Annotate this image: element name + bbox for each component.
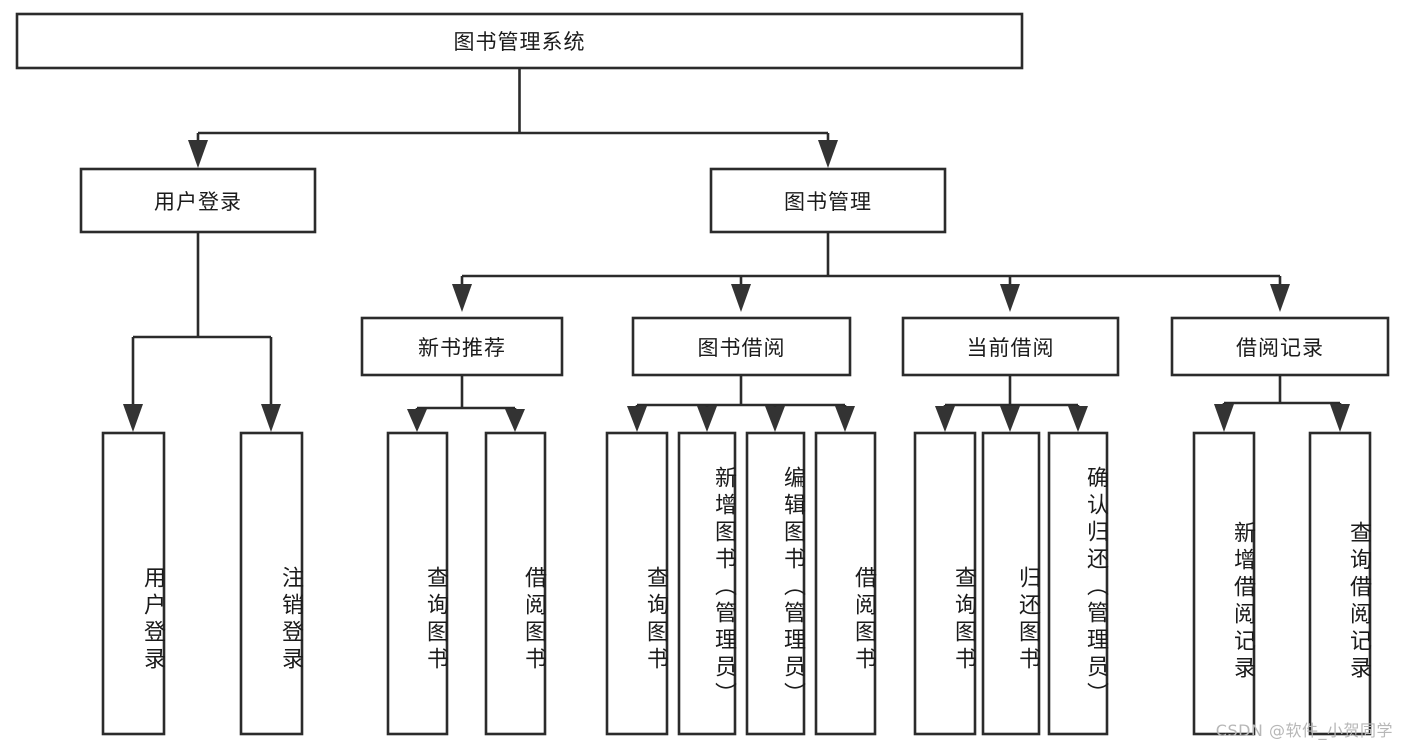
- arrow-head-cb-query: [935, 406, 955, 432]
- arrow-head-leaf-logout: [261, 404, 281, 432]
- connector-group-user-login: [123, 232, 281, 432]
- arrow-head-bb-query: [627, 406, 647, 432]
- node-box-book-borrow[interactable]: [631, 316, 852, 377]
- node-box-leaf-2[interactable]: [386, 431, 449, 736]
- arrow-head-bb-borrow: [835, 406, 855, 432]
- node-box-leaf-11[interactable]: [1192, 431, 1256, 736]
- arrow-head-book-borrow: [731, 284, 751, 312]
- arrow-head-nb-borrow: [505, 409, 525, 432]
- node-box-user-login[interactable]: [79, 167, 317, 234]
- arrow-head-leaf-user-login: [123, 404, 143, 432]
- node-box-leaf-6[interactable]: [745, 431, 806, 736]
- node-box-leaf-0[interactable]: [101, 431, 166, 736]
- arrow-head-br-add: [1214, 404, 1234, 432]
- arrow-head-new-book-rec: [452, 284, 472, 312]
- arrow-head-current-borrow: [1000, 284, 1020, 312]
- node-box-leaf-5[interactable]: [677, 431, 737, 736]
- arrow-head-borrow-record: [1270, 284, 1290, 312]
- node-box-borrow-record[interactable]: [1170, 316, 1390, 377]
- connector-group-book-mgmt: [452, 232, 1290, 312]
- arrow-head-bb-add: [697, 406, 717, 432]
- node-box-root[interactable]: [15, 12, 1024, 70]
- node-box-leaf-3[interactable]: [484, 431, 547, 736]
- connector-group-root: [188, 68, 838, 168]
- connector-group-new-book-rec: [407, 375, 525, 432]
- arrow-head-book-mgmt: [818, 140, 838, 168]
- arrow-head-bb-edit: [765, 406, 785, 432]
- node-box-leaf-8[interactable]: [913, 431, 977, 736]
- arrow-head-nb-query: [407, 409, 427, 432]
- arrow-head-cb-return: [1000, 406, 1020, 432]
- node-box-leaf-12[interactable]: [1308, 431, 1372, 736]
- node-box-book-mgmt[interactable]: [709, 167, 947, 234]
- connector-group-current-borrow: [935, 375, 1088, 432]
- node-box-new-book-rec[interactable]: [360, 316, 564, 377]
- node-box-leaf-1[interactable]: [239, 431, 304, 736]
- node-box-leaf-9[interactable]: [981, 431, 1041, 736]
- node-box-leaf-10[interactable]: [1047, 431, 1109, 736]
- connector-group-borrow-record: [1214, 375, 1350, 432]
- node-box-current-borrow[interactable]: [901, 316, 1120, 377]
- arrow-head-br-query: [1330, 404, 1350, 432]
- arrow-head-cb-confirm: [1068, 406, 1088, 432]
- node-box-leaf-4[interactable]: [605, 431, 669, 736]
- connector-group-book-borrow: [627, 375, 855, 432]
- node-box-leaf-7[interactable]: [814, 431, 877, 736]
- arrow-head-user-login: [188, 140, 208, 168]
